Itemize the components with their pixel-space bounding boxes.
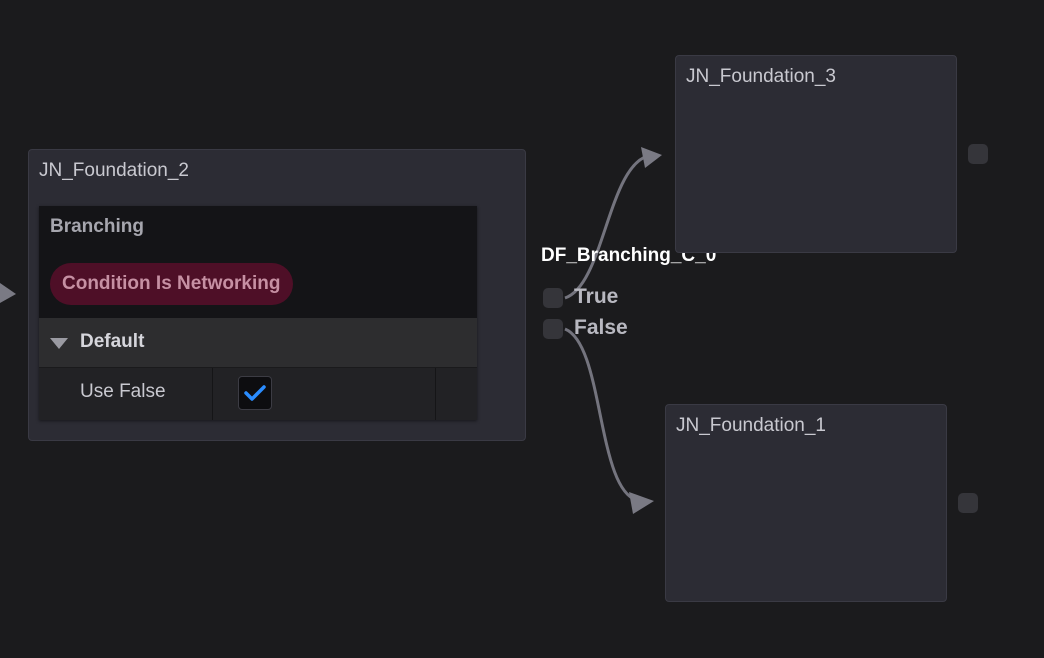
use-false-checkbox[interactable] <box>238 376 272 410</box>
triangle-down-icon[interactable] <box>50 338 68 349</box>
false-output-pin[interactable] <box>543 319 563 339</box>
arrowhead-icon <box>629 492 654 514</box>
branching-label: Branching <box>50 216 144 237</box>
arrowhead-icon <box>641 147 662 168</box>
offscreen-input-arrowhead-icon <box>0 283 16 303</box>
category-default[interactable]: Default <box>39 318 477 368</box>
category-label: Default <box>80 331 145 352</box>
wire-true-to-foundation-3[interactable] <box>564 153 653 300</box>
checkmark-icon <box>244 385 266 401</box>
node-title: JN_Foundation_2 <box>39 160 189 181</box>
node-title: JN_Foundation_3 <box>686 66 836 87</box>
node-jn-foundation-3[interactable]: JN_Foundation_3 <box>675 55 957 253</box>
property-name: Use False <box>80 381 166 402</box>
false-output-label: False <box>574 316 628 339</box>
property-row-use-false: Use False <box>39 368 477 420</box>
branching-node-title: DF_Branching_C_0 <box>541 245 717 266</box>
node-jn-foundation-2[interactable]: JN_Foundation_2 Branching Condition Is N… <box>28 149 526 441</box>
node-jn-foundation-1[interactable]: JN_Foundation_1 <box>665 404 947 602</box>
true-output-pin[interactable] <box>543 288 563 308</box>
property-name-cell: Use False <box>39 368 213 420</box>
property-value-cell <box>214 368 436 420</box>
foundation-1-output-pin[interactable] <box>958 493 978 513</box>
branching-panel: Branching Condition Is Networking Defaul… <box>39 206 477 420</box>
wire-false-to-foundation-1[interactable] <box>564 327 641 503</box>
node-title: JN_Foundation_1 <box>676 415 826 436</box>
true-output-label: True <box>574 285 619 308</box>
foundation-3-output-pin[interactable] <box>968 144 988 164</box>
condition-pill[interactable]: Condition Is Networking <box>50 263 293 305</box>
branching-panel-header: Branching Condition Is Networking <box>39 206 477 318</box>
